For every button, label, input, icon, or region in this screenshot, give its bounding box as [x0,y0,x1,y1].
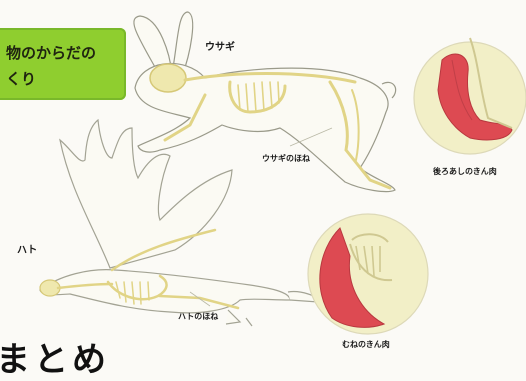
hind-leg-muscle-label: 後ろあしのきん肉 [433,166,497,177]
pigeon-illustration [40,120,318,326]
pigeon-bones-label: ハトのほね [178,311,218,322]
section-title-line-1: 物のからだの [6,42,96,63]
summary-heading: まとめ [0,332,110,381]
section-title-banner: 物のからだの くり [0,28,126,100]
section-title-line-2: くり [6,68,36,89]
page: 物のからだの くり ウサギ ウサギのほね 後ろあしのきん肉 ハト ハトのほね む… [0,0,526,356]
rabbit-bones-label: ウサギのほね [262,153,310,164]
chest-muscle-inset [308,214,428,334]
hind-leg-inset [414,38,526,154]
chest-muscle-label: むねのきん肉 [342,339,390,350]
rabbit-label: ウサギ [205,38,235,53]
pigeon-label: ハト [17,241,37,256]
